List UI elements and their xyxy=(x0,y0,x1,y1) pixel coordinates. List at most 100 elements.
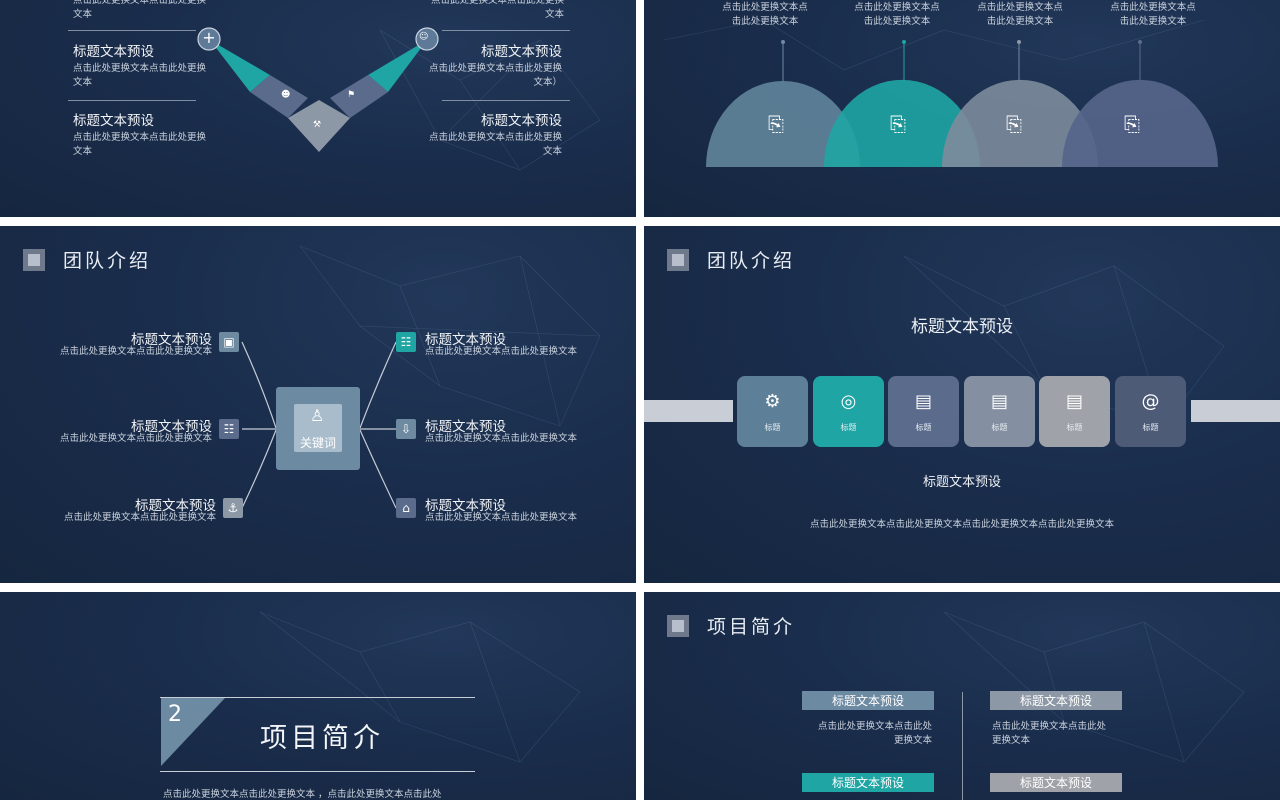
slide3-left-body-2: 点击此处更换文本点击此处更换文本 xyxy=(63,512,216,523)
right-bar xyxy=(1191,400,1280,422)
card-gear[interactable]: ⚙ 标题 xyxy=(737,376,808,447)
slide1-right-body-1: 点击此处更换文本点击此处更换文本） xyxy=(428,63,562,88)
v-diagram xyxy=(197,27,439,152)
section-number: 2 xyxy=(168,702,182,727)
card-target[interactable]: ◎ 标题 xyxy=(813,376,884,447)
anchor-icon: ⚓ xyxy=(223,498,243,518)
users-add-icon: ☻ xyxy=(281,90,291,100)
download-icon: ⇩ xyxy=(396,419,416,439)
tag-1-body: 点击此处更换文本点击此处更换文本 xyxy=(992,721,1107,746)
divider xyxy=(442,100,570,101)
section-square-icon xyxy=(667,614,689,637)
slide-4[interactable]: 团队介绍 标题文本预设 ⚙ 标题 ◎ 标题 ▤ 标题 ▤ 标题 ▤ 标题 @ 标… xyxy=(644,226,1280,583)
cabinet-icon: ▤ xyxy=(990,391,1008,412)
hammer-icon: ⚒ xyxy=(313,120,322,130)
slide1-right-title-1: 标题文本预设 xyxy=(481,44,562,60)
card-server[interactable]: ▤ 标题 xyxy=(1039,376,1110,447)
slide-1[interactable]: 点击此处更换文本点击此处更换文本 标题文本预设 点击此处更换文本点击此处更换文本… xyxy=(0,0,636,217)
devices-icon: ⎘ xyxy=(1006,112,1022,136)
section-title: 项目简介 xyxy=(707,616,796,638)
network-background xyxy=(259,611,581,763)
card-label: 标题 xyxy=(1142,423,1159,432)
slide2-caption-2: 点击此处更换文本点击此处更换文本 xyxy=(977,2,1063,27)
card-document[interactable]: ▤ 标题 xyxy=(888,376,959,447)
server-icon: ▤ xyxy=(1065,391,1083,412)
section-header: 团队介绍 xyxy=(23,246,151,273)
section-title: 团队介绍 xyxy=(707,250,796,272)
slide2-caption-1: 点击此处更换文本点击此处更换文本 xyxy=(854,2,940,27)
slide1-right-body-0: 点击此处更换文本点击此处更换文本 xyxy=(430,0,564,20)
network-background xyxy=(379,29,601,171)
network-background xyxy=(299,245,601,427)
slide4-subheading: 标题文本预设 xyxy=(922,475,1001,490)
slide1-right-body-2: 点击此处更换文本点击此处更换文本 xyxy=(428,132,562,157)
tag-2: 标题文本预设 xyxy=(802,773,934,792)
person-icon: ♙ xyxy=(310,406,325,425)
slide1-left-body-0: 点击此处更换文本点击此处更换文本 xyxy=(73,0,207,20)
slide1-left-title-1: 标题文本预设 xyxy=(73,44,154,60)
presentation-icon: ▣ xyxy=(219,332,239,352)
vertical-divider xyxy=(962,692,963,800)
section-title: 团队介绍 xyxy=(63,250,152,272)
card-label: 标题 xyxy=(840,423,857,432)
left-bar xyxy=(644,400,733,422)
divider xyxy=(160,771,475,772)
slide2-caption-0: 点击此处更换文本点击此处更换文本 xyxy=(722,2,808,27)
card-label: 标题 xyxy=(991,423,1008,432)
org-chart-icon: ☷ xyxy=(219,419,239,439)
slide-2[interactable]: 点击此处更换文本点击此处更换文本 点击此处更换文本点击此处更换文本 点击此处更换… xyxy=(644,0,1280,217)
devices-icon: ⎘ xyxy=(890,112,906,136)
divider xyxy=(68,30,196,31)
section-header: 团队介绍 xyxy=(667,246,795,273)
section-header: 项目简介 xyxy=(667,612,795,639)
number-triangle xyxy=(161,698,225,766)
gear-icon: ⚙ xyxy=(764,391,781,412)
slide4-heading: 标题文本预设 xyxy=(911,317,1013,337)
tag-1: 标题文本预设 xyxy=(990,691,1122,710)
card-label: 标题 xyxy=(915,423,932,432)
network-background xyxy=(943,611,1245,763)
slide3-left-body-1: 点击此处更换文本点击此处更换文本 xyxy=(59,433,212,444)
target-icon: ◎ xyxy=(840,391,857,412)
devices-icon: ⎘ xyxy=(768,112,784,136)
tag-3: 标题文本预设 xyxy=(990,773,1122,792)
slide3-left-title-1: 标题文本预设 xyxy=(131,419,212,435)
slide-3[interactable]: 团队介绍 ♙ 关键词 标题文本预设 点击此处更换文本点击此处更换文本 ▣ 标题文… xyxy=(0,226,636,583)
card-label: 标题 xyxy=(1066,423,1083,432)
divider xyxy=(442,30,570,31)
section-square-icon xyxy=(23,248,45,271)
tag-0-body: 点击此处更换文本点击此处更换文本 xyxy=(817,721,932,746)
flag-icon: ⚑ xyxy=(347,90,356,100)
bank-icon: ⌂ xyxy=(396,498,416,518)
email-icon: @ xyxy=(1141,391,1160,412)
divider xyxy=(68,100,196,101)
slide-5[interactable]: 2 项目简介 点击此处更换文本点击此处更换文本 ，点击此处更换文本点击此处 xyxy=(0,592,636,800)
section-title: 项目简介 xyxy=(260,723,384,754)
slide3-right-title-1: 标题文本预设 xyxy=(425,419,506,435)
document-icon: ▤ xyxy=(914,391,932,412)
semicircle-chart xyxy=(706,40,1218,167)
slide3-right-title-0: 标题文本预设 xyxy=(425,332,506,348)
card-email[interactable]: @ 标题 xyxy=(1115,376,1186,447)
user-add-icon: ☺ xyxy=(419,32,429,42)
card-cabinet[interactable]: ▤ 标题 xyxy=(964,376,1035,447)
keyword-box[interactable]: ♙ 关键词 xyxy=(276,387,360,470)
card-label: 标题 xyxy=(764,423,781,432)
slide3-right-title-2: 标题文本预设 xyxy=(425,498,506,514)
slide3-right-body-2: 点击此处更换文本点击此处更换文本 xyxy=(425,512,578,523)
slide1-right-title-2: 标题文本预设 xyxy=(481,113,562,129)
section-square-icon xyxy=(667,248,689,271)
slide3-left-title-2: 标题文本预设 xyxy=(135,498,216,514)
devices-icon: ⎘ xyxy=(1124,112,1140,136)
slide3-right-body-1: 点击此处更换文本点击此处更换文本 xyxy=(425,433,578,444)
slide5-body: 点击此处更换文本点击此处更换文本 ，点击此处更换文本点击此处 xyxy=(163,789,442,800)
slide1-left-title-2: 标题文本预设 xyxy=(73,113,154,129)
plus-icon[interactable]: + xyxy=(202,28,216,47)
slide3-left-body-0: 点击此处更换文本点击此处更换文本 xyxy=(59,346,212,357)
slide1-left-body-1: 点击此处更换文本点击此处更换文本 xyxy=(73,63,207,88)
tag-0: 标题文本预设 xyxy=(802,691,934,710)
mindmap-lines xyxy=(241,341,397,509)
slide-6[interactable]: 项目简介 标题文本预设 点击此处更换文本点击此处更换文本 标题文本预设 点击此处… xyxy=(644,592,1280,800)
cart-icon: ☷ xyxy=(396,332,416,352)
network-background xyxy=(663,19,1205,71)
